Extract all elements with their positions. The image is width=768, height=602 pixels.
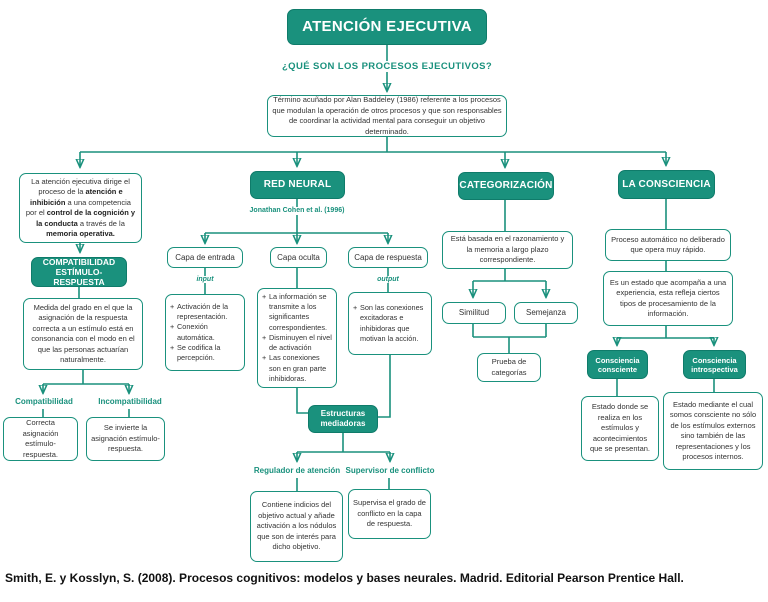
- bullet-item: Se codifica la percepción.: [170, 343, 240, 363]
- node-capa-de-respuesta: Capa de respuesta: [348, 247, 428, 268]
- capa-oculta-bullets: La información se transmite a los signif…: [262, 292, 332, 384]
- node-consciencia-introspectiva: Consciencia introspectiva: [683, 350, 746, 379]
- root-node-atencion-ejecutiva: ATENCIÓN EJECUTIVA: [287, 9, 487, 45]
- bullet-item: Conexión automática.: [170, 322, 240, 342]
- label-compatibilidad: Compatibilidad: [7, 397, 81, 407]
- connector-line: [80, 137, 666, 153]
- intro-text: La atención ejecutiva dirige el proceso …: [25, 176, 136, 239]
- bullet-item: Las conexiones son en gran parte inhibid…: [262, 353, 332, 384]
- bullet-item: Son las conexiones excitadoras e inhibid…: [353, 303, 427, 344]
- node-la-consciencia: LA CONSCIENCIA: [618, 170, 715, 199]
- connector-line: [472, 200, 547, 353]
- introspectiva-description-box: Estado mediante el cual somos consciente…: [663, 392, 763, 470]
- categorizacion-description-box: Está basada en el razonamiento y la memo…: [442, 231, 573, 269]
- tag-output: output: [368, 276, 408, 283]
- node-consciencia-consciente: Consciencia consciente: [587, 350, 648, 379]
- capa-respuesta-bullets: Son las conexiones excitadoras e inhibid…: [353, 303, 427, 344]
- node-categorizacion: CATEGORIZACIÓN: [458, 172, 554, 200]
- consciente-description-box: Estado donde se realiza en los estímulos…: [581, 396, 659, 461]
- node-similitud: Similitud: [442, 302, 506, 324]
- node-compatibilidad-estimulo-respuesta: COMPATIBILIDAD ESTÍMULO-RESPUESTA: [31, 257, 127, 287]
- definition-box: Término acuñado por Alan Baddeley (1986)…: [267, 95, 507, 137]
- label-regulador-de-atencion: Regulador de atención: [251, 466, 343, 476]
- compatibilidad-description-box: Medida del grado en el que la asignación…: [23, 298, 143, 370]
- bullet-item: La información se transmite a los signif…: [262, 292, 332, 333]
- tag-input: input: [185, 276, 225, 283]
- red-neural-credit: Jonathan Cohen et al. (1996): [235, 207, 359, 216]
- compatibilidad-box: Correcta asignación estímulo-respuesta.: [3, 417, 78, 461]
- label-incompatibilidad: Incompatibilidad: [90, 397, 170, 407]
- bullet-item: Disminuyen el nivel de activación: [262, 333, 332, 353]
- regulador-description-box: Contiene indicios del objetivo actual y …: [250, 491, 343, 562]
- node-red-neural: RED NEURAL: [250, 171, 345, 199]
- node-semejanza: Semejanza: [514, 302, 578, 324]
- bullet-item: Activación de la representación.: [170, 302, 240, 322]
- citation: Smith, E. y Kosslyn, S. (2008). Procesos…: [5, 571, 684, 585]
- capa-entrada-details-box: Activación de la representación. Conexió…: [165, 294, 245, 371]
- supervisor-description-box: Supervisa el grado de conflicto en la ca…: [348, 489, 431, 539]
- node-capa-oculta: Capa oculta: [270, 247, 327, 268]
- consciencia-box-1: Proceso automático no deliberado que ope…: [605, 229, 731, 261]
- node-capa-de-entrada: Capa de entrada: [167, 247, 243, 268]
- consciencia-box-2: Es un estado que acompaña a una experien…: [603, 271, 733, 326]
- capa-respuesta-details-box: Son las conexiones excitadoras e inhibid…: [348, 292, 432, 355]
- capa-oculta-details-box: La información se transmite a los signif…: [257, 288, 337, 388]
- node-estructuras-mediadoras: Estructuras mediadoras: [308, 405, 378, 433]
- left-intro-box: La atención ejecutiva dirige el proceso …: [19, 173, 142, 243]
- label-supervisor-de-conflicto: Supervisor de conflicto: [344, 466, 436, 476]
- incompatibilidad-box: Se invierte la asignación estímulo-respu…: [86, 417, 165, 461]
- subtitle-question: ¿QUÉ SON LOS PROCESOS EJECUTIVOS?: [264, 61, 510, 72]
- capa-entrada-bullets: Activación de la representación. Conexió…: [170, 302, 240, 363]
- node-prueba-de-categorias: Prueba de categorías: [477, 353, 541, 382]
